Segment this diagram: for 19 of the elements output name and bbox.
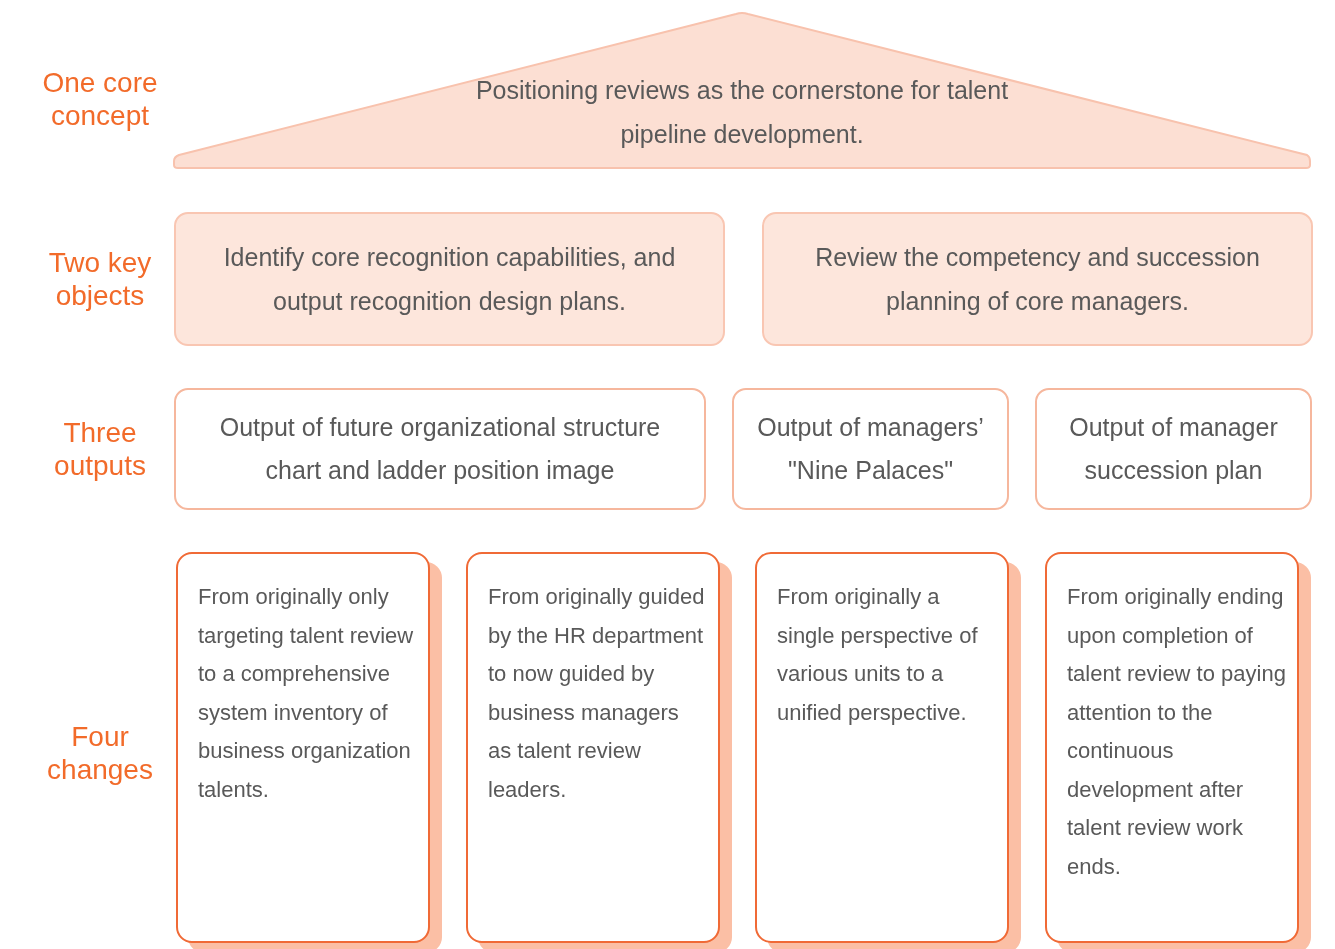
- row-label: Four changes: [46, 720, 154, 786]
- output-box: [174, 388, 706, 510]
- row-label: One core concept: [41, 66, 159, 132]
- output-box: [1035, 388, 1312, 510]
- node-text: Output of managers’ "Nine Palaces": [756, 412, 985, 486]
- node-text: Review the competency and succession planning of core managers.: [814, 242, 1261, 317]
- node-text: From originally ending upon completion of talent review to paying attention to the continuous development after talent review work ends.: [1067, 583, 1287, 881]
- node-text: Identify core recognition capabilities, and output recognition design plans.: [222, 242, 677, 317]
- node-text: Positioning reviews as the cornerstone for talent pipeline development.: [474, 75, 1010, 150]
- node-text: From originally a single perspective of various units to a unified perspective.: [777, 583, 979, 727]
- soft-box: [762, 212, 1313, 346]
- node-text: Output of future organizational structure chart and ladder position image: [218, 412, 662, 486]
- node-text: From originally guided by the HR department to now guided by business managers as talent review leaders.: [488, 583, 706, 804]
- output-box: [732, 388, 1009, 510]
- row-label: Two key objects: [47, 246, 153, 312]
- soft-box: [174, 212, 725, 346]
- node-text: From originally only targeting talent review to a comprehensive system inventory of business organization talents.: [198, 583, 415, 804]
- node-text: Output of manager succession plan: [1068, 412, 1279, 486]
- row-label: Three outputs: [53, 416, 147, 482]
